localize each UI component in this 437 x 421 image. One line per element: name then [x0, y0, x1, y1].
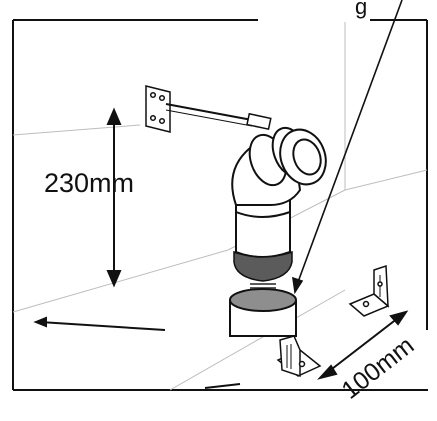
floor-bracket-left	[276, 335, 322, 378]
pointer-leader-line	[292, 0, 403, 295]
wall-bracket	[145, 85, 171, 133]
diagram-frame	[12, 19, 428, 391]
top-caption-fragment: g	[355, 0, 367, 19]
floor-bracket-right	[348, 264, 390, 317]
pan-connector-fitting	[231, 126, 327, 258]
gap-stripes	[250, 283, 276, 289]
height-dimension-label: 230mm	[44, 168, 134, 198]
height-dimension-arrow	[106, 107, 122, 288]
soil-pipe	[229, 288, 297, 337]
room-perspective-lines	[12, 22, 428, 391]
bracket-threaded-rod	[165, 103, 272, 131]
width-dimension-arrow	[317, 310, 409, 380]
floor-line-arrow	[33, 316, 241, 389]
width-dimension-label: 100mm	[336, 331, 419, 404]
rubber-seal	[233, 250, 293, 282]
